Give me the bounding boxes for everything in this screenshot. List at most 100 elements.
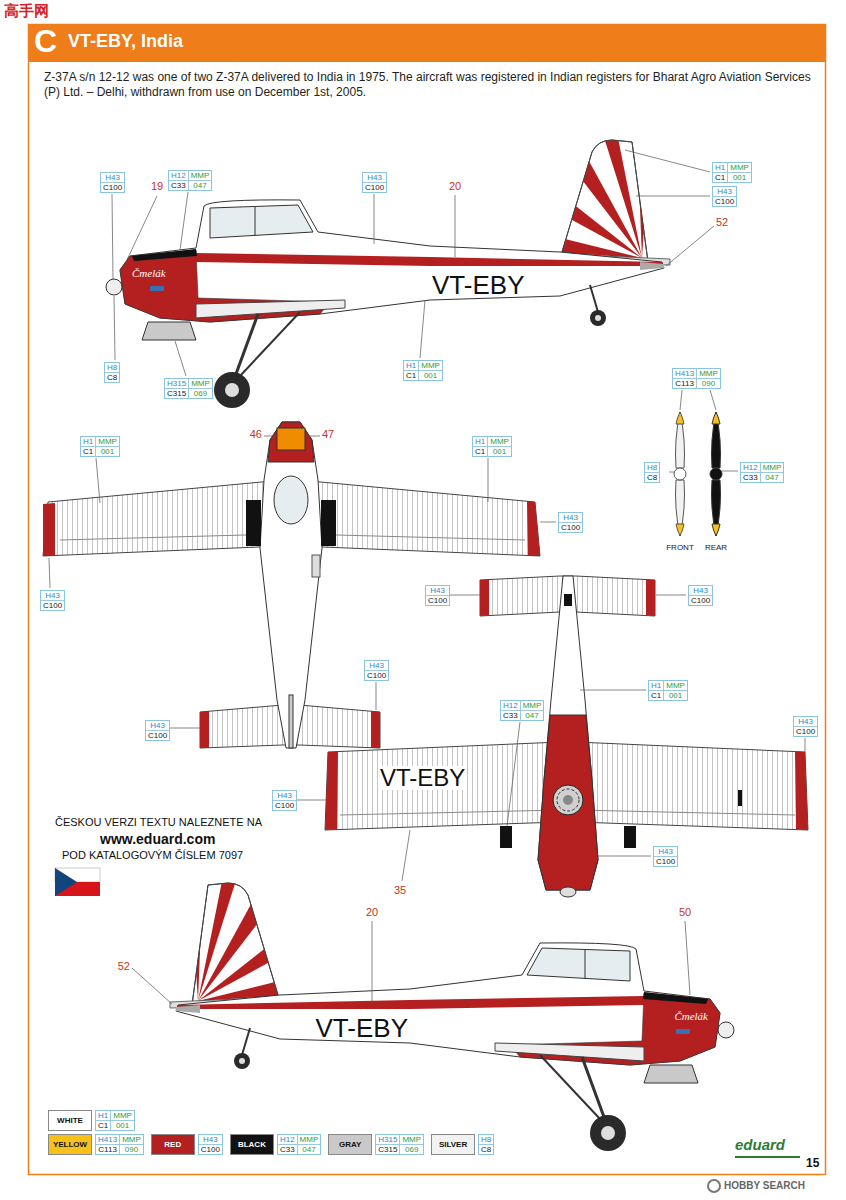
side-view-right — [170, 851, 734, 1151]
legend-text: WHITE — [57, 1116, 83, 1125]
propeller-views — [712, 412, 720, 424]
bottom-view-aircraft — [325, 752, 338, 830]
bottom-view-aircraft — [646, 580, 655, 617]
bottom-view-aircraft — [538, 715, 598, 890]
legend-text: YELLOW — [53, 1140, 87, 1149]
leader-lines — [402, 830, 410, 881]
section-letter: C — [34, 22, 57, 60]
leader-lines — [685, 921, 690, 995]
leader-lines — [636, 196, 710, 197]
color-code-box: H43C100 — [688, 585, 713, 606]
propeller-views — [676, 412, 685, 468]
paint-code: H43 — [146, 721, 169, 731]
page-title: VT-EBY, India — [68, 30, 183, 52]
leader-lines — [420, 300, 425, 358]
bottom-view-aircraft — [624, 826, 636, 848]
paint-code: H43 — [654, 847, 677, 857]
color-code-box: H1MMPC1001 — [472, 436, 512, 457]
legend-text: BLACK — [238, 1140, 266, 1149]
bottom-view-aircraft — [576, 810, 795, 815]
bottom-view-aircraft — [738, 790, 742, 806]
paint-code: MMP — [419, 361, 442, 371]
leader-lines — [132, 968, 172, 1004]
color-code-box: H413MMPC113090 — [672, 368, 721, 389]
leader-lines — [376, 682, 377, 710]
propeller-views — [712, 524, 720, 536]
color-code-box: H8C8 — [478, 1134, 494, 1155]
paint-code: H8 — [479, 1135, 493, 1145]
brand-logo: eduard — [735, 1136, 785, 1154]
paint-code: C100 — [273, 801, 296, 810]
callout-number: 52 — [118, 960, 130, 973]
czech-flag — [55, 868, 100, 896]
paint-code: H43 — [689, 586, 712, 596]
paint-code: H413 — [96, 1135, 120, 1145]
paint-code: C100 — [559, 523, 582, 532]
paint-code: 069 — [189, 389, 212, 398]
paint-code: C315 — [376, 1145, 400, 1154]
leader-lines — [450, 595, 480, 596]
paint-code: C1 — [473, 447, 488, 456]
color-code-box: H43C100 — [362, 172, 387, 193]
top-view-aircraft — [246, 500, 261, 546]
czech-note: POD KATALOGOVÝM ČÍSLEM 7097 — [62, 849, 243, 862]
paint-code: C33 — [278, 1145, 298, 1154]
leader-lines — [175, 341, 186, 376]
color-code-box: H1MMPC1001 — [95, 1110, 135, 1131]
legend-text: SILVER — [439, 1140, 467, 1149]
paint-code: C8 — [479, 1145, 493, 1154]
paint-code: MMP — [488, 437, 511, 447]
propeller-views — [710, 468, 722, 480]
leader-lines — [126, 196, 157, 262]
paint-code: MMP — [400, 1135, 423, 1145]
legend-swatch: SILVER — [431, 1134, 475, 1155]
paint-code: C100 — [101, 183, 124, 192]
top-view-aircraft — [200, 711, 209, 748]
leader-lines — [96, 458, 100, 503]
paint-code: H43 — [426, 586, 449, 596]
registration-marking: VT-EBY — [432, 272, 524, 298]
leader-lines — [580, 690, 646, 691]
legend-swatch: WHITE — [48, 1110, 92, 1131]
paint-code: C100 — [146, 731, 169, 740]
color-code-box: H1MMPC1001 — [403, 360, 443, 381]
callout-number: 20 — [366, 906, 378, 919]
propeller-views — [712, 412, 721, 468]
leader-lines — [656, 595, 686, 596]
paint-code: MMP — [697, 369, 720, 379]
color-code-box: H43C100 — [364, 660, 389, 681]
paint-code: H8 — [105, 363, 119, 373]
page-frame — [29, 25, 826, 1175]
logo-marks — [735, 1156, 800, 1158]
paint-code: C1 — [81, 447, 96, 456]
paint-code: C100 — [713, 197, 736, 206]
view-caption: REAR — [705, 543, 727, 553]
leader-lines — [372, 921, 373, 1003]
paint-code: 001 — [111, 1121, 134, 1130]
color-code-box: H8C8 — [104, 362, 120, 383]
paint-code: H315 — [165, 379, 189, 389]
callout-number: 35 — [394, 884, 406, 897]
paint-code: MMP — [111, 1111, 134, 1121]
side-view-left — [106, 108, 670, 408]
color-code-box: H43C100 — [712, 186, 737, 207]
color-code-box: H1MMPC1001 — [712, 162, 752, 183]
color-code-box: H12MMPC33047 — [500, 700, 544, 721]
color-code-box: H8C8 — [644, 462, 660, 483]
callout-number: 20 — [449, 180, 461, 193]
top-view-aircraft — [268, 422, 314, 462]
callout-number: 19 — [151, 180, 163, 193]
paint-code: MMP — [189, 171, 212, 181]
bottom-view-aircraft — [538, 576, 598, 890]
leader-lines — [722, 471, 738, 472]
paint-code: MMP — [298, 1135, 321, 1145]
color-code-box: H43C100 — [100, 172, 125, 193]
paint-code: H8 — [645, 463, 659, 473]
color-code-box: H43C100 — [145, 720, 170, 741]
legend-text: GRAY — [339, 1140, 361, 1149]
paint-code: 090 — [697, 379, 720, 388]
watermark: HOBBY SEARCH — [724, 1180, 805, 1192]
callout-number: 50 — [679, 906, 691, 919]
color-code-box: H43C100 — [558, 512, 583, 533]
paint-code: C113 — [96, 1145, 120, 1154]
